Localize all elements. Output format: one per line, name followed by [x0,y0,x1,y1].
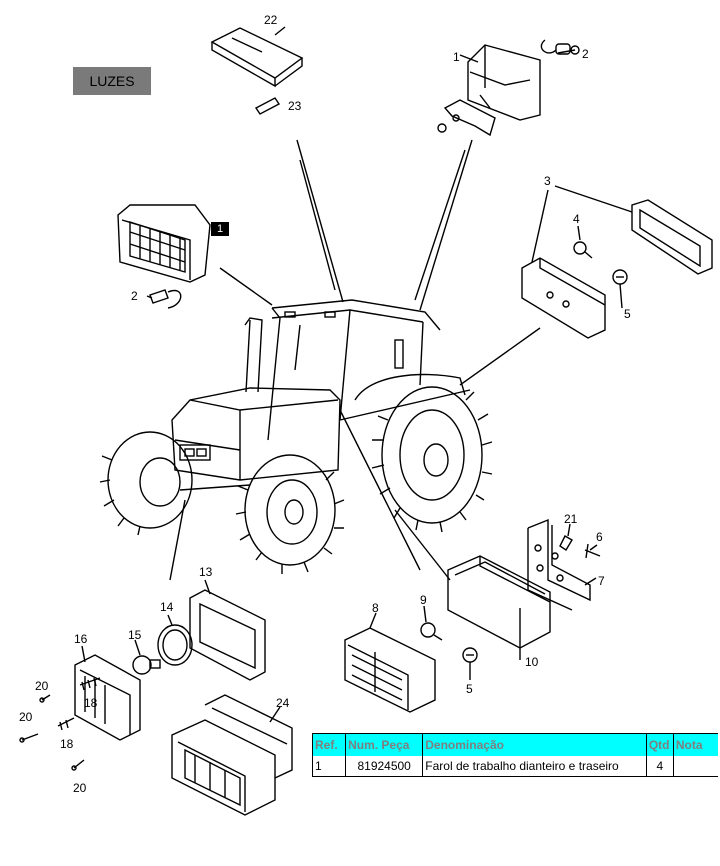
callout-20-bottom: 20 [73,781,87,795]
callout-5-top: 5 [624,307,631,321]
callout-7: 7 [598,574,605,588]
parts-table-header: Ref. Num. Peça Denominação Qtd Nota [311,733,718,756]
callout-4: 4 [573,212,580,226]
callout-21: 21 [564,512,578,526]
row-description: Farol de trabalho dianteiro e traseiro [422,756,647,777]
callout-23: 23 [288,99,302,113]
lamp-housing-10 [447,555,551,649]
callout-2-left: 2 [131,289,138,303]
row-note [672,756,718,777]
table-row[interactable]: 1 81924500 Farol de trabalho dianteiro e… [311,756,718,777]
header-description: Denominação [422,733,647,756]
headlamp-16 [74,654,141,741]
callout-6: 6 [596,530,603,544]
callout-9: 9 [420,593,427,607]
callout-18-bottom: 18 [60,737,74,751]
bulb-4 [573,241,593,259]
section-label: LUZES [73,67,151,95]
callout-18-top: 18 [84,696,98,710]
callout-14: 14 [160,600,174,614]
bulb-2-left [149,289,182,309]
row-qty: 4 [645,756,674,777]
ring-14 [157,624,193,666]
callout-24: 24 [276,696,290,710]
screw-18b [57,717,75,731]
row-part-number: 81924500 [345,756,423,777]
parts-table: Ref. Num. Peça Denominação Qtd Nota 1 81… [311,733,718,777]
callout-5-lower: 5 [466,682,473,696]
callout-20-middle: 20 [19,710,33,724]
work-lamp-rear-1 [437,44,541,137]
header-ref: Ref. [311,733,346,756]
callout-15: 15 [128,628,142,642]
header-note: Nota [672,733,718,756]
tail-lamp-8 [344,627,436,713]
callout-22: 22 [264,13,278,27]
row-ref: 1 [311,756,346,777]
screw-5-lower [462,647,478,663]
tractor [99,299,493,574]
work-lamp-front-1 [117,204,211,283]
bulb-15 [132,655,161,675]
callout-10: 10 [525,655,539,669]
frame-24 [204,694,293,779]
screw-20a [39,694,51,703]
callout-20-top: 20 [35,679,49,693]
callout-8: 8 [372,601,379,615]
callout-13: 13 [199,565,213,579]
screw-18a [79,677,101,691]
bolt-6 [584,543,601,559]
header-qty: Qtd [645,733,674,756]
rear-lamp-housing-3 [521,257,606,339]
screw-5-top [612,269,628,285]
screw-20c [71,759,85,771]
callout-1-top: 1 [453,50,460,64]
headlamp-24 [171,719,276,816]
callout-16: 16 [74,632,88,646]
gasket-13 [189,589,266,681]
header-part-number: Num. Peça [345,733,423,756]
screw-20b [19,733,39,743]
bracket-7 [527,518,591,611]
rear-lamp-lens-3 [631,199,713,275]
bulb-23 [254,97,281,115]
selected-part-marker[interactable]: 1 [211,222,229,236]
dome-light-22 [210,27,304,88]
bolt-21 [559,535,573,551]
bulb-2-top [540,39,580,55]
bulb-9 [420,622,443,641]
callout-2-top: 2 [582,47,589,61]
callout-3: 3 [544,174,551,188]
